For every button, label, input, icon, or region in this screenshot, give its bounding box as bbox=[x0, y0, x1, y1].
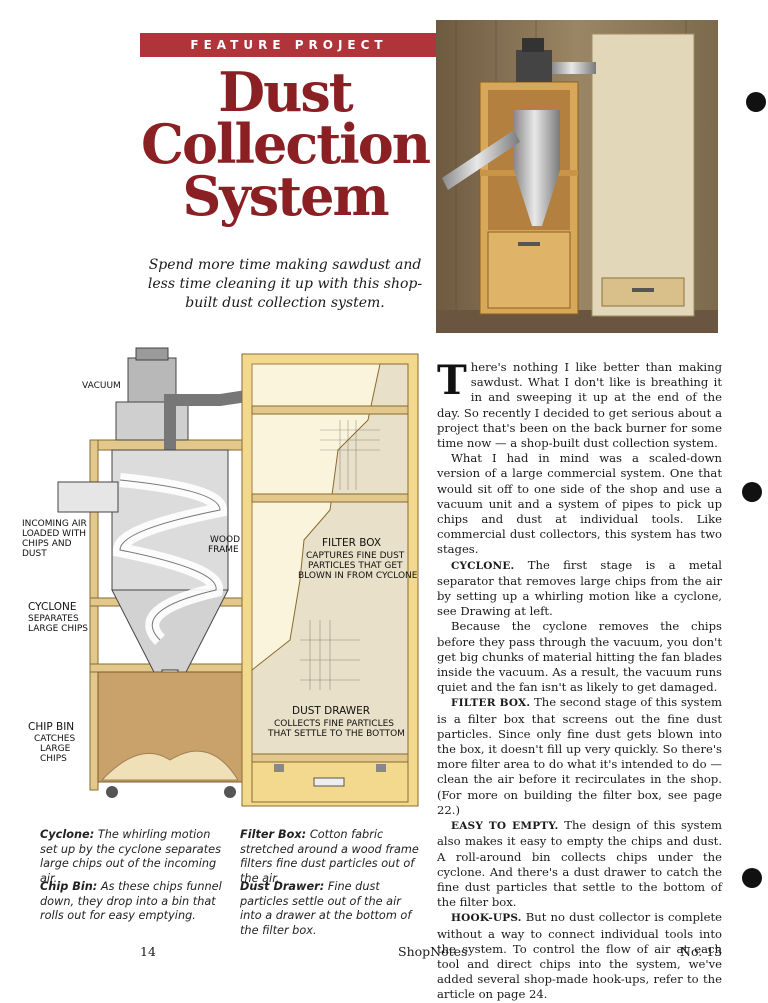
paragraph-7-text: But no dust collector is complete withou… bbox=[437, 910, 722, 1002]
binder-hole-middle bbox=[742, 482, 762, 502]
cyclone-body bbox=[111, 449, 229, 681]
runin-easy-to-empty: EASY TO EMPTY. bbox=[451, 820, 559, 833]
paragraph-4: Because the cyclone removes the chips be… bbox=[437, 619, 722, 695]
label-incoming-4: DUST bbox=[22, 549, 47, 559]
caption-cyclone-text: The whirling motion set up by the cyclon… bbox=[40, 828, 221, 885]
page-number: 14 bbox=[140, 944, 156, 959]
label-incoming-2: LOADED WITH bbox=[22, 529, 86, 539]
publication-name: ShopNotes bbox=[398, 944, 468, 959]
paragraph-5-text: The second stage of this system is a fil… bbox=[437, 695, 723, 817]
label-incoming-3: CHIPS AND bbox=[22, 539, 72, 549]
caption-chip-bin-term: Chip Bin: bbox=[40, 880, 98, 893]
paragraph-3-text: The first stage is a metal separator tha… bbox=[437, 557, 722, 619]
label-filter-1: CAPTURES FINE DUST bbox=[306, 551, 405, 561]
paragraph-6-text: The design of this system also makes it … bbox=[437, 818, 722, 910]
paragraph-6: EASY TO EMPTY. The design of this system… bbox=[437, 818, 722, 910]
filter-box bbox=[241, 353, 419, 807]
title-line-2: Collection bbox=[141, 112, 431, 176]
label-chipbin-2: LARGE bbox=[40, 744, 71, 754]
label-filter-3: BLOWN IN FROM CYCLONE bbox=[298, 571, 418, 581]
caption-cyclone-term: Cyclone: bbox=[40, 828, 95, 841]
label-vacuum: VACUUM bbox=[82, 381, 121, 391]
paragraph-2: What I had in mind was a scaled-down ver… bbox=[437, 451, 722, 557]
label-drawer-2: THAT SETTLE TO THE BOTTOM bbox=[267, 729, 405, 739]
caption-chip-bin: Chip Bin: As these chips funnel down, th… bbox=[40, 880, 228, 924]
article-subtitle: Spend more time making sawdust and less … bbox=[147, 257, 423, 311]
label-cyclone-title: CYCLONE bbox=[28, 601, 77, 613]
label-drawer-title: DUST DRAWER bbox=[292, 705, 370, 717]
caption-filter-box-text: Cotton fabric stretched around a wood fr… bbox=[240, 828, 419, 885]
feature-banner: FEATURE PROJECT bbox=[140, 33, 438, 57]
label-cyclone-1: SEPARATES bbox=[28, 614, 79, 624]
paragraph-7: HOOK-UPS. But no dust collector is compl… bbox=[437, 910, 722, 1002]
caption-dust-drawer-text: Fine dust particles settle out of the ai… bbox=[240, 880, 412, 937]
label-filter-title: FILTER BOX bbox=[322, 537, 381, 549]
cyclone-diagram: VACUUM INCOMING AIR LOADED WITH CHIPS AN… bbox=[22, 347, 419, 807]
paragraph-3: CYCLONE. The first stage is a metal sepa… bbox=[437, 558, 722, 620]
caption-cyclone: Cyclone: The whirling motion set up by t… bbox=[40, 828, 228, 886]
label-chipbin-title: CHIP BIN bbox=[28, 721, 74, 733]
title-line-1: Dust bbox=[218, 60, 353, 124]
label-incoming-1: INCOMING AIR bbox=[22, 519, 87, 529]
paragraph-5: FILTER BOX. The second stage of this sys… bbox=[437, 695, 722, 818]
label-chipbin-3: CHIPS bbox=[40, 754, 67, 764]
issue-number: No. 13 bbox=[680, 944, 723, 959]
label-chipbin-1: CATCHES bbox=[34, 734, 75, 744]
caption-filter-box-term: Filter Box: bbox=[240, 828, 307, 841]
runin-filter-box: FILTER BOX. bbox=[451, 697, 531, 710]
drop-cap: T bbox=[437, 357, 467, 404]
binder-hole-top bbox=[746, 92, 766, 112]
runin-cyclone: CYCLONE. bbox=[451, 559, 515, 572]
photo-illustration bbox=[436, 20, 718, 333]
caption-dust-drawer: Dust Drawer: Fine dust particles settle … bbox=[240, 880, 425, 938]
title-line-3: System bbox=[182, 164, 389, 228]
label-drawer-1: COLLECTS FINE PARTICLES bbox=[274, 719, 394, 729]
paragraph-1-text: here's nothing I like better than making… bbox=[437, 360, 722, 451]
caption-filter-box: Filter Box: Cotton fabric stretched arou… bbox=[240, 828, 425, 886]
chip-bin bbox=[97, 671, 243, 798]
article-title: Dust Collection System bbox=[130, 60, 440, 228]
caption-dust-drawer-term: Dust Drawer: bbox=[240, 880, 325, 893]
product-photo bbox=[436, 20, 718, 333]
runin-hook-ups: HOOK-UPS. bbox=[451, 912, 522, 925]
caption-chip-bin-text: As these chips funnel down, they drop in… bbox=[40, 880, 222, 922]
label-wood-1: WOOD bbox=[210, 535, 240, 545]
label-filter-2: PARTICLES THAT GET bbox=[308, 561, 403, 571]
binder-hole-bottom bbox=[742, 868, 762, 888]
label-cyclone-2: LARGE CHIPS bbox=[28, 624, 88, 634]
label-wood-2: FRAME bbox=[208, 545, 239, 555]
